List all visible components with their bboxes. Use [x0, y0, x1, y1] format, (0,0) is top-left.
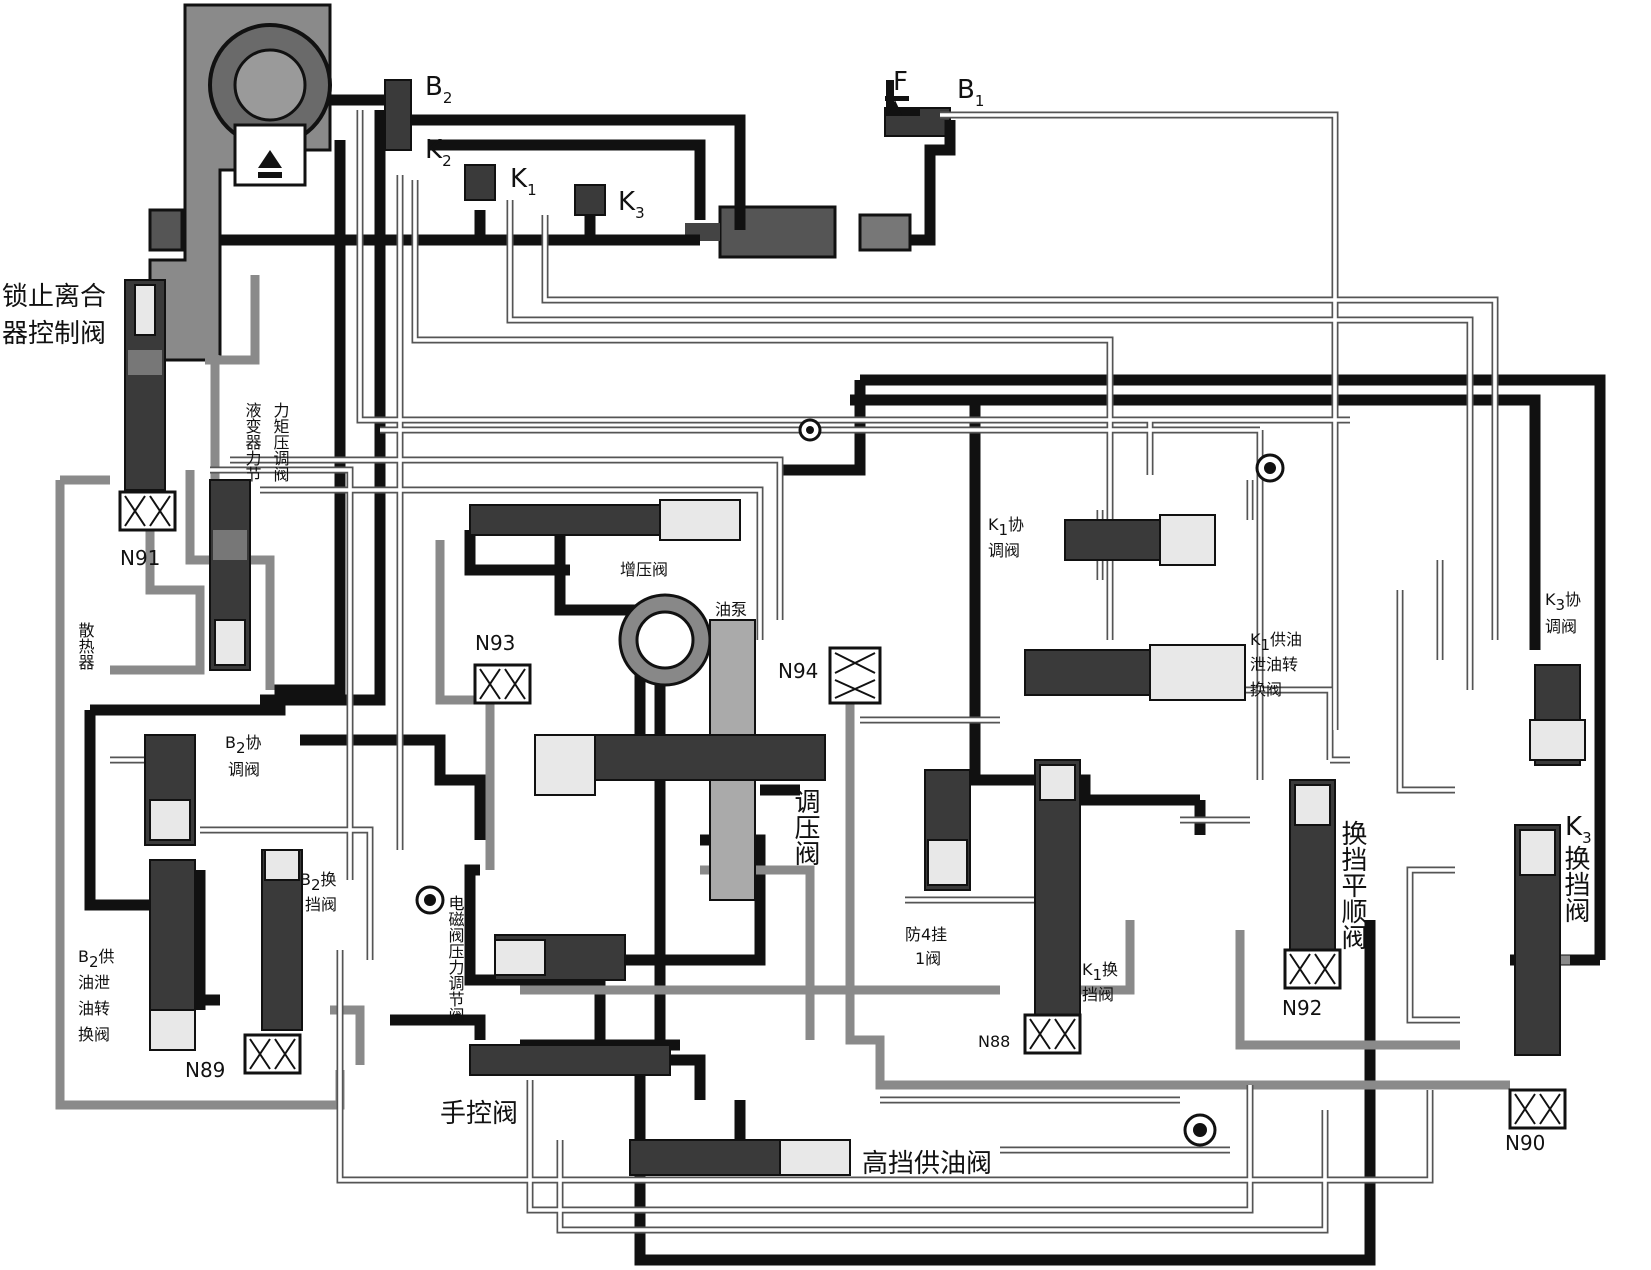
labels: B2 K2 K1 K3 F B1 锁止离合 器控制阀 N91 液变器力节 力矩压…: [2, 67, 1592, 1179]
label-k1-coord-1: K1协: [988, 515, 1024, 539]
label-b2-shift-2: 挡阀: [305, 895, 337, 914]
anti-4th-valve: [924, 769, 971, 891]
label-k1-supply-1: K1供油: [1250, 630, 1302, 654]
torque-converter: [148, 3, 332, 362]
k3-clutch-element: [574, 184, 606, 216]
label-f: F: [893, 67, 908, 97]
label-b2-supply-1: B2供: [78, 947, 115, 971]
label-converter-valve-col2: 力矩压调阀: [271, 402, 290, 483]
manual-valve: [469, 1044, 671, 1076]
solenoid-n90: [1508, 1088, 1567, 1130]
label-manual-valve: 手控阀: [440, 1099, 518, 1129]
label-shift-smooth-valve: 换挡平顺阀: [1337, 820, 1367, 950]
label-oil-pump: 油泵: [715, 600, 747, 619]
label-anti-4th-1: 防4挂: [905, 925, 947, 944]
converter-pressure-valve: [209, 479, 251, 671]
main-pressure-lines: [84, 94, 1606, 1266]
solenoid-n94: [828, 646, 882, 705]
label-b2-supply-2: 油泄: [78, 973, 110, 992]
solenoid-n89: [243, 1033, 302, 1075]
label-b2-coord-2: 调阀: [228, 760, 260, 779]
solenoid-n91: [118, 490, 177, 532]
solenoid-n93: [473, 663, 532, 705]
k1-coordination-valve: [1064, 514, 1216, 566]
label-high-gear-valve: 高挡供油阀: [862, 1149, 992, 1179]
label-n92: N92: [1282, 996, 1322, 1020]
label-b1: B1: [957, 75, 984, 110]
label-n94: N94: [778, 659, 818, 683]
label-b2-coord-1: B2协: [225, 733, 262, 757]
high-gear-supply-valve: [629, 1139, 851, 1176]
solenoid-pressure-regulator-valve: [494, 934, 626, 981]
label-k1-shift-1: K1换: [1082, 960, 1118, 984]
label-k2: K2: [425, 135, 452, 170]
label-converter-valve-col1: 液变器力节: [243, 402, 262, 482]
label-k3: K3: [618, 187, 645, 222]
label-n88: N88: [978, 1032, 1010, 1051]
label-k1: K1: [510, 164, 537, 199]
k3-coordination-valve: [1529, 664, 1586, 766]
label-solenoid-pressure-valve: 电磁阀压力调节阀: [446, 895, 465, 1024]
label-anti-4th-2: 1阀: [915, 949, 941, 968]
label-radiator: 散热器: [76, 622, 95, 670]
label-k3-shift-prefix: K3: [1565, 812, 1592, 847]
k3-shift-valve: [1514, 824, 1561, 1056]
label-k1-supply-2: 泄油转: [1250, 655, 1298, 674]
k1-clutch-element: [464, 164, 496, 201]
solenoid-n92: [1283, 948, 1342, 990]
label-k1-coord-2: 调阀: [988, 541, 1020, 560]
lockup-clutch-valve: [124, 279, 166, 491]
label-lockup-valve-2: 器控制阀: [2, 319, 106, 349]
k1-supply-valve: [1024, 644, 1246, 701]
label-k1-supply-3: 换阀: [1250, 680, 1282, 699]
solenoid-n88: [1023, 1013, 1082, 1055]
pressure-regulator-valve: [534, 734, 826, 796]
b2-shift-valve: [261, 849, 303, 1031]
b2-brake-element: [384, 79, 412, 151]
b2-supply-valve: [149, 859, 196, 1051]
b2-coordination-valve: [144, 734, 196, 846]
label-k3-coord-2: 调阀: [1545, 617, 1577, 636]
label-b2-supply-3: 油转: [78, 999, 110, 1018]
k1-shift-valve: [1034, 759, 1081, 1031]
label-n93: N93: [475, 631, 515, 655]
label-k3-coord-1: K3协: [1545, 590, 1581, 614]
label-regulator-valve: 调压阀: [790, 788, 820, 866]
label-k3-shift-rest: 换挡阀: [1560, 845, 1590, 923]
label-b2-shift-1: B2换: [300, 870, 337, 894]
label-b2-supply-4: 换阀: [78, 1025, 110, 1044]
label-booster-valve: 增压阀: [620, 560, 668, 579]
check-valves: [415, 418, 1285, 1147]
signal-lines: [110, 110, 1499, 1234]
gear-train: [384, 79, 951, 259]
label-b2: B2: [425, 72, 452, 107]
label-k1-shift-2: 挡阀: [1082, 985, 1114, 1004]
shift-smooth-valve: [1289, 779, 1336, 951]
label-n89: N89: [185, 1058, 225, 1082]
label-n91: N91: [120, 546, 160, 570]
arrow-up-icon: [258, 150, 282, 168]
label-n90: N90: [1505, 1131, 1545, 1155]
label-lockup-valve-1: 锁止离合: [2, 282, 106, 312]
booster-valve: [469, 499, 741, 541]
